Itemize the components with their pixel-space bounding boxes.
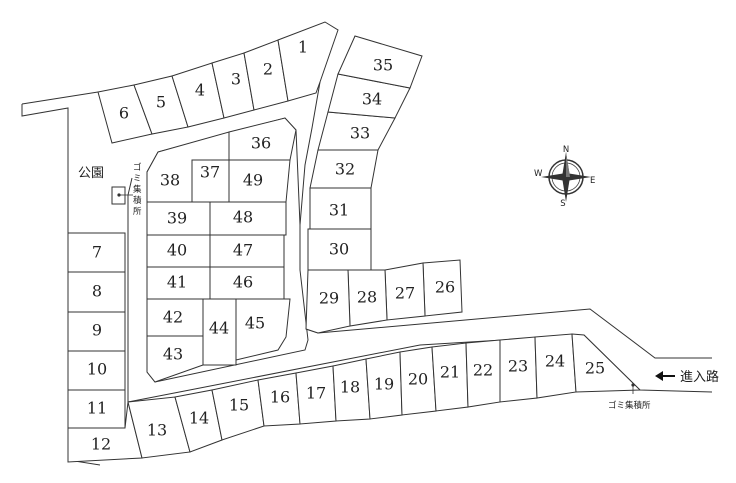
garbage-label-char-5: 所 bbox=[133, 206, 142, 217]
lot-number-20: 20 bbox=[408, 370, 428, 389]
lot-number-45: 45 bbox=[245, 314, 265, 333]
lot-44[interactable] bbox=[202, 298, 237, 366]
lot-38[interactable] bbox=[146, 131, 230, 203]
lot-number-19: 19 bbox=[374, 375, 394, 394]
lot-number-32: 32 bbox=[335, 160, 355, 179]
lot-45[interactable] bbox=[235, 298, 291, 361]
garbage-label-char-4: 積 bbox=[133, 195, 142, 206]
lot-number-38: 38 bbox=[160, 171, 180, 190]
lots bbox=[67, 21, 642, 463]
garbage-point-left: ゴ ミ 集 積 所 bbox=[111, 162, 142, 217]
lot-number-1: 1 bbox=[298, 38, 308, 57]
park-label: 公園 bbox=[78, 166, 104, 181]
garbage-label-char-2: ミ bbox=[133, 174, 142, 184]
lot-25[interactable] bbox=[571, 333, 642, 393]
lot-number-44: 44 bbox=[209, 319, 229, 338]
lot-number-34: 34 bbox=[362, 90, 382, 109]
lot-number-43: 43 bbox=[163, 345, 183, 364]
lot-number-33: 33 bbox=[350, 124, 370, 143]
lot-number-10: 10 bbox=[87, 360, 107, 379]
lot-43[interactable] bbox=[146, 335, 204, 383]
compass-east: E bbox=[590, 176, 595, 186]
lot-number-7: 7 bbox=[92, 243, 102, 262]
entrance-label: 進入路 bbox=[680, 369, 719, 385]
lot-number-30: 30 bbox=[329, 240, 349, 259]
garbage-label-right: ゴミ集積所 bbox=[608, 400, 651, 411]
lot-number-4: 4 bbox=[195, 81, 205, 100]
garbage-label-char-1: ゴ bbox=[133, 162, 142, 173]
lot-number-6: 6 bbox=[119, 104, 129, 123]
lot-8[interactable] bbox=[67, 271, 126, 313]
lot-number-46: 46 bbox=[233, 273, 253, 292]
lot-number-25: 25 bbox=[585, 359, 605, 378]
lot-number-35: 35 bbox=[373, 56, 393, 75]
lot-number-24: 24 bbox=[545, 352, 565, 371]
lot-number-11: 11 bbox=[87, 399, 107, 418]
lot-numbers: 1 2 3 4 5 6 7 8 9 10 11 12 13 14 15 16 1… bbox=[87, 38, 605, 454]
lot-number-9: 9 bbox=[92, 321, 102, 340]
lot-35[interactable] bbox=[337, 35, 423, 89]
lot-number-14: 14 bbox=[189, 409, 209, 428]
lot-48[interactable] bbox=[209, 201, 287, 236]
lot-42[interactable] bbox=[146, 298, 204, 337]
lot-number-22: 22 bbox=[473, 361, 493, 380]
lot-number-18: 18 bbox=[340, 378, 360, 397]
lot-number-2: 2 bbox=[263, 60, 273, 79]
lot-number-12: 12 bbox=[91, 435, 111, 454]
lot-number-39: 39 bbox=[167, 209, 187, 228]
garbage-label-char-3: 集 bbox=[133, 184, 142, 195]
entrance-marker: 進入路 bbox=[655, 369, 719, 385]
lot-number-36: 36 bbox=[251, 134, 271, 153]
lot-40[interactable] bbox=[146, 234, 211, 268]
lot-number-23: 23 bbox=[508, 357, 528, 376]
compass-south: S bbox=[560, 199, 565, 209]
lot-number-3: 3 bbox=[231, 70, 241, 89]
lot-7[interactable] bbox=[67, 232, 126, 273]
lot-number-27: 27 bbox=[395, 284, 415, 303]
lot-number-8: 8 bbox=[92, 282, 102, 301]
lot-number-26: 26 bbox=[435, 278, 455, 297]
lot-number-21: 21 bbox=[440, 363, 460, 382]
lot-30[interactable] bbox=[307, 228, 372, 271]
lot-number-47: 47 bbox=[233, 241, 253, 260]
lot-number-5: 5 bbox=[156, 93, 166, 112]
lot-number-49: 49 bbox=[243, 171, 263, 190]
lot-41[interactable] bbox=[146, 266, 211, 300]
lot-number-17: 17 bbox=[306, 384, 326, 403]
lot-number-41: 41 bbox=[167, 273, 187, 292]
lot-number-16: 16 bbox=[270, 388, 290, 407]
lot-number-28: 28 bbox=[357, 288, 377, 307]
lot-number-48: 48 bbox=[233, 208, 253, 227]
lot-number-31: 31 bbox=[329, 201, 349, 220]
lot-number-37: 37 bbox=[200, 163, 220, 182]
lot-number-29: 29 bbox=[319, 289, 339, 308]
lot-number-15: 15 bbox=[229, 396, 249, 415]
lot-number-40: 40 bbox=[167, 241, 187, 260]
lot-number-42: 42 bbox=[163, 308, 183, 327]
garbage-point-right: ゴミ集積所 bbox=[608, 383, 651, 411]
lot-1[interactable] bbox=[277, 21, 339, 102]
compass-west: W bbox=[534, 169, 543, 179]
compass-rose: N S E W bbox=[534, 145, 595, 209]
lot-46[interactable] bbox=[209, 266, 285, 300]
lot-number-13: 13 bbox=[147, 421, 167, 440]
lot-37[interactable] bbox=[191, 159, 230, 203]
compass-north: N bbox=[563, 145, 569, 155]
